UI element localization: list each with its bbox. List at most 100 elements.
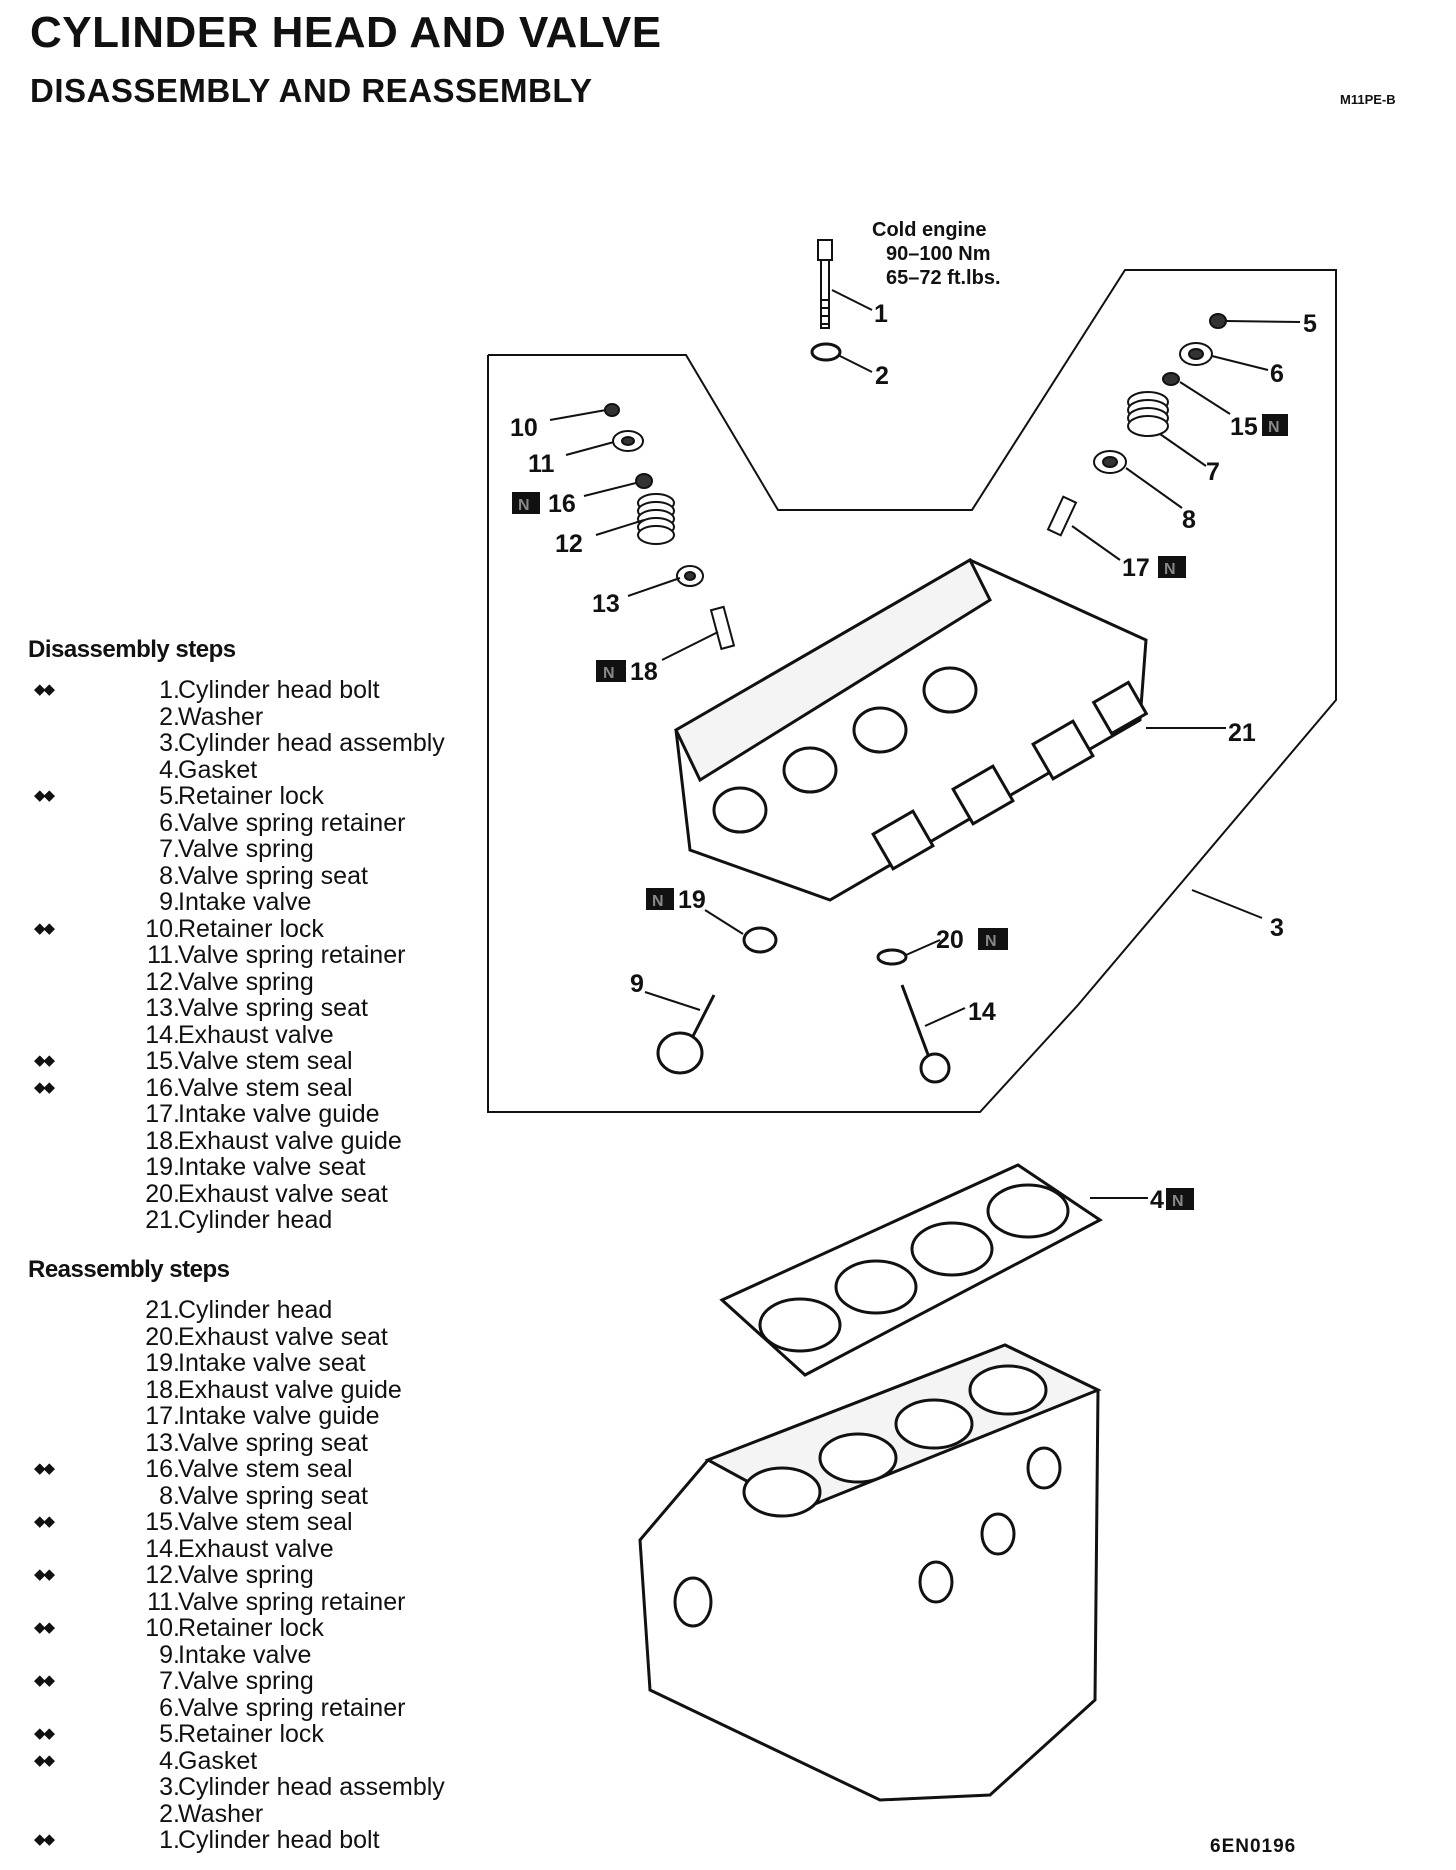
disassembly-step: 6.Valve spring retainer: [28, 808, 488, 837]
callout-15: 15: [1230, 413, 1258, 441]
reassembly-step: 20.Exhaust valve seat: [28, 1322, 488, 1351]
step-number: 16.: [145, 1073, 180, 1102]
step-number: 20.: [145, 1179, 180, 1208]
disassembly-step: 2.Washer: [28, 702, 488, 731]
callout-2: 2: [875, 362, 889, 390]
step-label: Valve spring retainer: [178, 1693, 406, 1722]
callout-10: 10: [510, 414, 538, 442]
reassembly-step: ◆◆ 15.Valve stem seal: [28, 1509, 488, 1536]
disassembly-step: 13.Valve spring seat: [28, 995, 488, 1022]
special-tool-marker-icon: ◆◆: [34, 1566, 55, 1583]
reassembly-step: 19.Intake valve seat: [28, 1350, 488, 1377]
step-number: 1.: [159, 676, 180, 704]
callout-14: 14: [968, 998, 996, 1026]
valves-and-seats: [656, 926, 951, 1084]
step-number: 15.: [145, 1508, 180, 1536]
disassembly-step: ◆◆10.Retainer lock: [28, 914, 488, 943]
disassembly-step: 20.Exhaust valve seat: [28, 1179, 488, 1208]
step-number: 10.: [145, 1614, 180, 1642]
special-tool-marker-icon: ◆◆: [34, 681, 55, 698]
torque-note-line3: 65–72 ft.lbs.: [886, 267, 1001, 289]
document-code: M11PE-B: [1340, 92, 1396, 107]
new-part-marker-16: N: [512, 492, 540, 514]
step-number: 11.: [147, 1587, 180, 1616]
step-label: Washer: [178, 702, 264, 731]
reassembly-step: 17.Intake valve guide: [28, 1403, 488, 1430]
disassembly-heading: Disassembly steps: [28, 636, 236, 663]
torque-note-line2: 90–100 Nm: [886, 243, 991, 265]
step-number: 12.: [145, 1561, 180, 1589]
callout-20: 20: [936, 926, 964, 954]
callout-4: 4: [1150, 1186, 1164, 1214]
step-label: Exhaust valve guide: [178, 1126, 402, 1155]
step-number: 5.: [159, 782, 180, 810]
step-number: 12.: [145, 967, 180, 996]
step-number: 18.: [145, 1126, 180, 1155]
figure-code: 6EN0196: [1210, 1836, 1297, 1857]
reassembly-step: 14.Exhaust valve: [28, 1535, 488, 1563]
callout-3: 3: [1270, 914, 1284, 942]
step-label: Intake valve: [178, 888, 312, 916]
engine-block-part: [638, 1343, 1102, 1802]
svg-text:N: N: [1268, 419, 1280, 436]
step-number: 21.: [145, 1296, 180, 1324]
callout-17: 17: [1122, 554, 1150, 582]
page-subtitle: DISASSEMBLY AND REASSEMBLY: [30, 72, 593, 109]
disassembly-step: 9.Intake valve: [28, 889, 488, 916]
callout-16: 16: [548, 490, 576, 518]
callout-8: 8: [1182, 506, 1196, 534]
reassembly-heading: Reassembly steps: [28, 1256, 230, 1283]
disassembly-step: 3.Cylinder head assembly: [28, 730, 488, 757]
step-label: Cylinder head bolt: [178, 676, 380, 704]
step-number: 4.: [159, 1746, 180, 1775]
special-tool-marker-icon: ◆◆: [34, 1672, 55, 1689]
step-number: 11.: [147, 941, 180, 969]
special-tool-marker-icon: ◆◆: [34, 1831, 55, 1848]
intake-valve-parts: [1046, 313, 1227, 537]
callout-7: 7: [1206, 458, 1220, 486]
reassembly-step: ◆◆12.Valve spring: [28, 1562, 488, 1589]
step-number: 17.: [145, 1100, 180, 1128]
step-label: Intake valve guide: [178, 1100, 380, 1128]
callout-9: 9: [630, 970, 644, 998]
step-label: Gasket: [178, 755, 258, 784]
new-part-marker-18: N: [596, 660, 626, 682]
callout-11: 11: [528, 450, 555, 478]
callout-1: 1: [874, 300, 888, 328]
disassembly-step: 18.Exhaust valve guide: [28, 1126, 488, 1155]
callout-12: 12: [555, 530, 583, 558]
svg-text:N: N: [1164, 561, 1176, 578]
step-label: Retainer lock: [178, 1614, 324, 1642]
step-label: Gasket: [178, 1746, 258, 1775]
disassembly-step: 4.Gasket: [28, 755, 488, 784]
step-number: 6.: [159, 808, 180, 837]
special-tool-marker-icon: ◆◆: [34, 1460, 55, 1477]
step-label: Exhaust valve seat: [178, 1179, 388, 1208]
step-label: Exhaust valve seat: [178, 1322, 388, 1351]
special-tool-marker-icon: ◆◆: [34, 919, 55, 937]
step-number: 3.: [159, 1773, 180, 1801]
reassembly-step: ◆◆10.Retainer lock: [28, 1615, 488, 1642]
step-label: Cylinder head: [178, 1206, 333, 1234]
reassembly-step: ◆◆5.Retainer lock: [28, 1721, 488, 1748]
step-label: Exhaust valve guide: [178, 1375, 402, 1404]
step-label: Valve spring: [178, 835, 314, 863]
new-part-markers: N N N N N N N: [512, 414, 1288, 1210]
step-label: Cylinder head assembly: [178, 729, 445, 757]
step-label: Valve stem seal: [178, 1047, 353, 1075]
disassembly-step: 8.Valve spring seat: [28, 862, 488, 890]
reassembly-step: 3.Cylinder head assembly: [28, 1774, 488, 1801]
reassembly-step: ◆◆1.Cylinder head bolt: [28, 1827, 488, 1854]
step-number: 10.: [145, 914, 180, 943]
step-label: Cylinder head assembly: [178, 1773, 445, 1801]
step-label: Cylinder head: [178, 1296, 333, 1324]
step-number: 13.: [145, 1428, 180, 1457]
new-part-marker-19: N: [646, 888, 674, 910]
step-label: Valve stem seal: [178, 1508, 353, 1536]
step-number: 4.: [159, 755, 180, 784]
step-number: 16.: [145, 1455, 180, 1483]
special-tool-marker-icon: ◆◆: [34, 1513, 55, 1530]
